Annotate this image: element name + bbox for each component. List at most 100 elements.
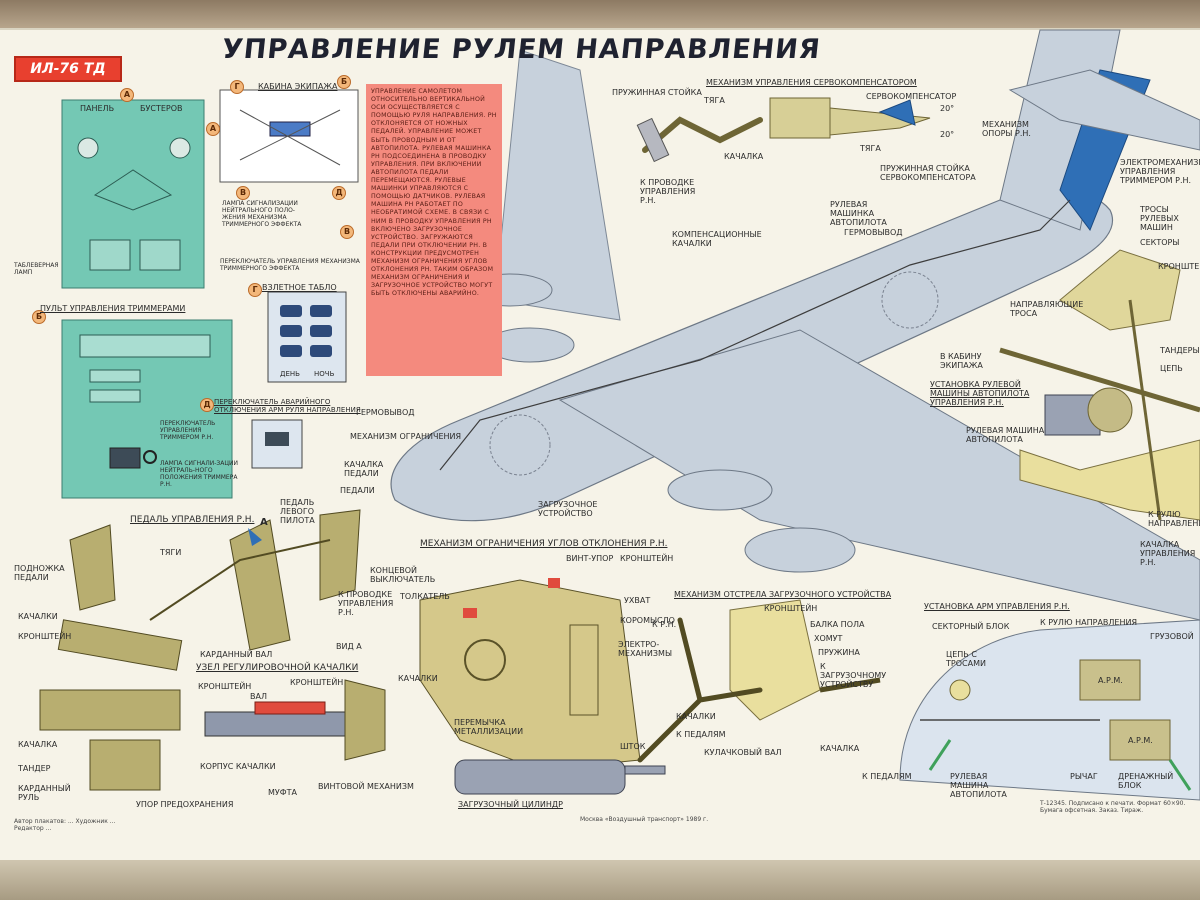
adjust-rocker-body [204, 711, 356, 737]
label-hermetic2: ГЕРМОВЫВОД [356, 408, 415, 417]
engine-4 [744, 527, 856, 573]
arm-label-cargo: ГРУЗОВОЙ [1150, 632, 1194, 641]
explanatory-note: УПРАВЛЕНИЕ САМОЛЕТОМ ОТНОСИТЕЛЬНО ВЕРТИК… [366, 84, 502, 376]
takeoff-night-label: НОЧЬ [314, 370, 335, 378]
label-hermetic: ГЕРМОВЫВОД [844, 228, 903, 237]
servo-label-rod: ТЯГА [704, 96, 725, 105]
ap-label-chain: ЦЕПЬ [1160, 364, 1183, 373]
cockpit-title: КАБИНА ЭКИПАЖА [258, 82, 338, 91]
ap-label-guides: НАПРАВЛЯЮЩИЕ ТРОСА [1010, 300, 1084, 318]
switch-label: ПЕРЕКЛЮЧАТЕЛЬ УПРАВЛЕНИЯ МЕХАНИЗМА ТРИММ… [220, 258, 360, 272]
adjust-label-bracket2: КРОНШТЕЙН [290, 678, 344, 687]
poster-title: УПРАВЛЕНИЕ РУЛЕМ НАПРАВЛЕНИЯ [220, 34, 823, 65]
loading-cylinder [454, 759, 626, 795]
label-pedals: ПЕДАЛИ [340, 486, 375, 495]
servo-body [769, 97, 831, 139]
limit-mech-title: МЕХАНИЗМ ОГРАНИЧЕНИЯ УГЛОВ ОТКЛОНЕНИЯ Р.… [420, 539, 668, 549]
marker-d: Д [332, 186, 346, 200]
label-trim: ЭЛЕКТРОМЕХАНИЗМ УПРАВЛЕНИЯ ТРИММЕРОМ Р.Н… [1120, 158, 1200, 185]
servo-label-rocker: КАЧАЛКА [724, 152, 764, 161]
emergency-switch-title: ПЕРЕКЛЮЧАТЕЛЬ АВАРИЙНОГО ОТКЛЮЧЕНИЯ АРМ … [214, 398, 361, 414]
adjust-label-screw: ВИНТОВОЙ МЕХАНИЗМ [318, 782, 414, 791]
servo-label-spring2: ПРУЖИННАЯ СТОЙКА СЕРВОКОМПЕНСАТОРА [880, 164, 976, 182]
limit-mechanism [419, 579, 641, 771]
limit-label-cylinder: ЗАГРУЗОЧНЫЙ ЦИЛИНДР [458, 800, 563, 809]
spring-label-cam: КУЛАЧКОВЫЙ ВАЛ [704, 748, 782, 757]
servo-label-comp: СЕРВОКОМПЕНСАТОР [866, 92, 957, 101]
takeoff-board [267, 291, 347, 383]
table-edge [0, 860, 1200, 900]
spring-label-pedals: К ПЕДАЛЯМ [676, 730, 726, 739]
limit-label-rod: ШТОК [620, 742, 646, 751]
limit-label-bracket: КРОНШТЕЙН [620, 554, 674, 563]
spring-mech-body [729, 599, 821, 721]
marker-b: Б [337, 75, 351, 89]
limit-label-bridge: ПЕРЕМЫЧКА МЕТАЛЛИЗАЦИИ [454, 718, 524, 736]
label-stop: МЕХАНИЗМ ОПОРЫ Р.Н. [982, 120, 1031, 138]
spring-label-bracket: КРОНШТЕЙН [764, 604, 818, 613]
arm-label-chain: ЦЕПЬ С ТРОСАМИ [946, 650, 986, 668]
footer-publisher: Москва «Воздушный транспорт» 1989 г. [580, 816, 709, 823]
arm-label-drain: ДРЕНАЖНЫЙ БЛОК [1118, 772, 1174, 790]
ap-label-machine: РУЛЕВАЯ МАШИНА АВТОПИЛОТА [966, 426, 1045, 444]
limit-label-pusher: ТОЛКАТЕЛЬ [400, 592, 450, 601]
adjust-label-bracket: КРОНШТЕЙН [198, 682, 252, 691]
ap-label-bracket: КРОНШТЕЙН [1158, 262, 1200, 271]
limit-label-electro: ЭЛЕКТРО-МЕХАНИЗМЫ [618, 640, 672, 658]
trim-lamp-label: ЛАМПА СИГНАЛИ-ЗАЦИИ НЕЙТРАЛЬ-НОГО ПОЛОЖЕ… [160, 460, 239, 488]
horizontal-stabilizer [1008, 69, 1200, 151]
adjust-label-coupling: МУФТА [268, 788, 298, 797]
arm-label-machine: РУЛЕВАЯ МАШИНА АВТОПИЛОТА [950, 772, 1007, 799]
booster-panel-label-2: БУСТЕРОВ [140, 104, 183, 113]
engine-3 [667, 469, 773, 511]
upper-wing [494, 49, 621, 321]
spring-label-loading: К ЗАГРУЗОЧНОМУ УСТРОЙСТВУ [820, 662, 887, 689]
pedal-title: ПЕДАЛЬ УПРАВЛЕНИЯ Р.Н. [130, 515, 255, 525]
wall-top [0, 0, 1200, 28]
servo-angle-2: 20° [940, 130, 955, 139]
marker-b2: Б [32, 310, 46, 324]
pedal-label-rods: ТЯГИ [160, 548, 182, 557]
trim-switch-label: ПЕРЕКЛЮЧАТЕЛЬ УПРАВЛЕНИЯ ТРИММЕРОМ Р.Н. [160, 420, 216, 441]
label-rocker: КАЧАЛКА ПЕДАЛИ [344, 460, 384, 478]
pedal-label-cardan: КАРДАННЫЙ ВАЛ [200, 650, 273, 659]
control-cable [439, 199, 1071, 471]
servo-label-spring: ПРУЖИННАЯ СТОЙКА [612, 88, 702, 97]
ap-label-rudder: К РУЛЮ НАПРАВЛЕНИЯ [1148, 510, 1200, 528]
footer-print: Т-12345. Подписано к печати. Формат 60×9… [1040, 800, 1186, 814]
footer-authors: Автор плакатов: ... Художник ... Редакто… [14, 818, 116, 832]
limit-label-screw: ВИНТ-УПОР [566, 554, 614, 563]
pedal-label-footrest: ПОДНОЖКА ПЕДАЛИ [14, 564, 65, 582]
servo-angle-1: 20° [940, 104, 955, 113]
spring-label-clamp: ХОМУТ [814, 634, 843, 643]
spring-label-rockers: КАЧАЛКИ [676, 712, 716, 721]
aircraft-badge: ИЛ-76 ТД [14, 56, 122, 82]
marker-g: Г [230, 80, 244, 94]
ap-label-rocker: КАЧАЛКА УПРАВЛЕНИЯ Р.Н. [1140, 540, 1196, 567]
spring-mech-title: МЕХАНИЗМ ОТСТРЕЛА ЗАГРУЗОЧНОГО УСТРОЙСТВ… [674, 590, 892, 599]
autopilot-frame [1019, 439, 1200, 521]
indicator-lamp-label: ТАБЛЕВЕРНАЯ ЛАМП [14, 262, 59, 276]
arm-label-arm2: А.Р.М. [1128, 736, 1153, 745]
ap-label-cables: ТРОСЫ РУЛЕВЫХ МАШИН [1140, 205, 1179, 232]
servo-title: МЕХАНИЗМ УПРАВЛЕНИЯ СЕРВОКОМПЕНСАТОРОМ [706, 78, 917, 87]
servo-label-wiring: К ПРОВОДКЕ УПРАВЛЕНИЯ Р.Н. [640, 178, 696, 205]
arm-label-arm1: А.Р.М. [1098, 676, 1123, 685]
autopilot-install-title: УСТАНОВКА РУЛЕВОЙ МАШИНЫ АВТОПИЛОТА УПРА… [930, 380, 1030, 407]
adjust-label-shaft: ВАЛ [250, 692, 267, 701]
adjust-label-body: КОРПУС КАЧАЛКИ [200, 762, 276, 771]
takeoff-day-label: ДЕНЬ [280, 370, 300, 378]
label-autopilot: РУЛЕВАЯ МАШИНКА АВТОПИЛОТА [830, 200, 887, 227]
pedal-view-marker: А [260, 517, 268, 528]
adjust-title: УЗЕЛ РЕГУЛИРОВОЧНОЙ КАЧАЛКИ [196, 663, 359, 673]
limit-label-rockers: КАЧАЛКИ [398, 674, 438, 683]
pedal-label-left: ПЕДАЛЬ ЛЕВОГО ПИЛОТА [280, 498, 315, 525]
ap-label-sectors: СЕКТОРЫ [1140, 238, 1180, 247]
takeoff-board-title: ВЗЛЕТНОЕ ТАБЛО [262, 283, 337, 292]
booster-panel [61, 99, 205, 289]
marker-a2: А [206, 122, 220, 136]
marker-v: В [236, 186, 250, 200]
arm-label-sector: СЕКТОРНЫЙ БЛОК [932, 622, 1010, 631]
spring-label-beam: БАЛКА ПОЛА [810, 620, 865, 629]
limit-label-grip: УХВАТ [624, 596, 651, 605]
